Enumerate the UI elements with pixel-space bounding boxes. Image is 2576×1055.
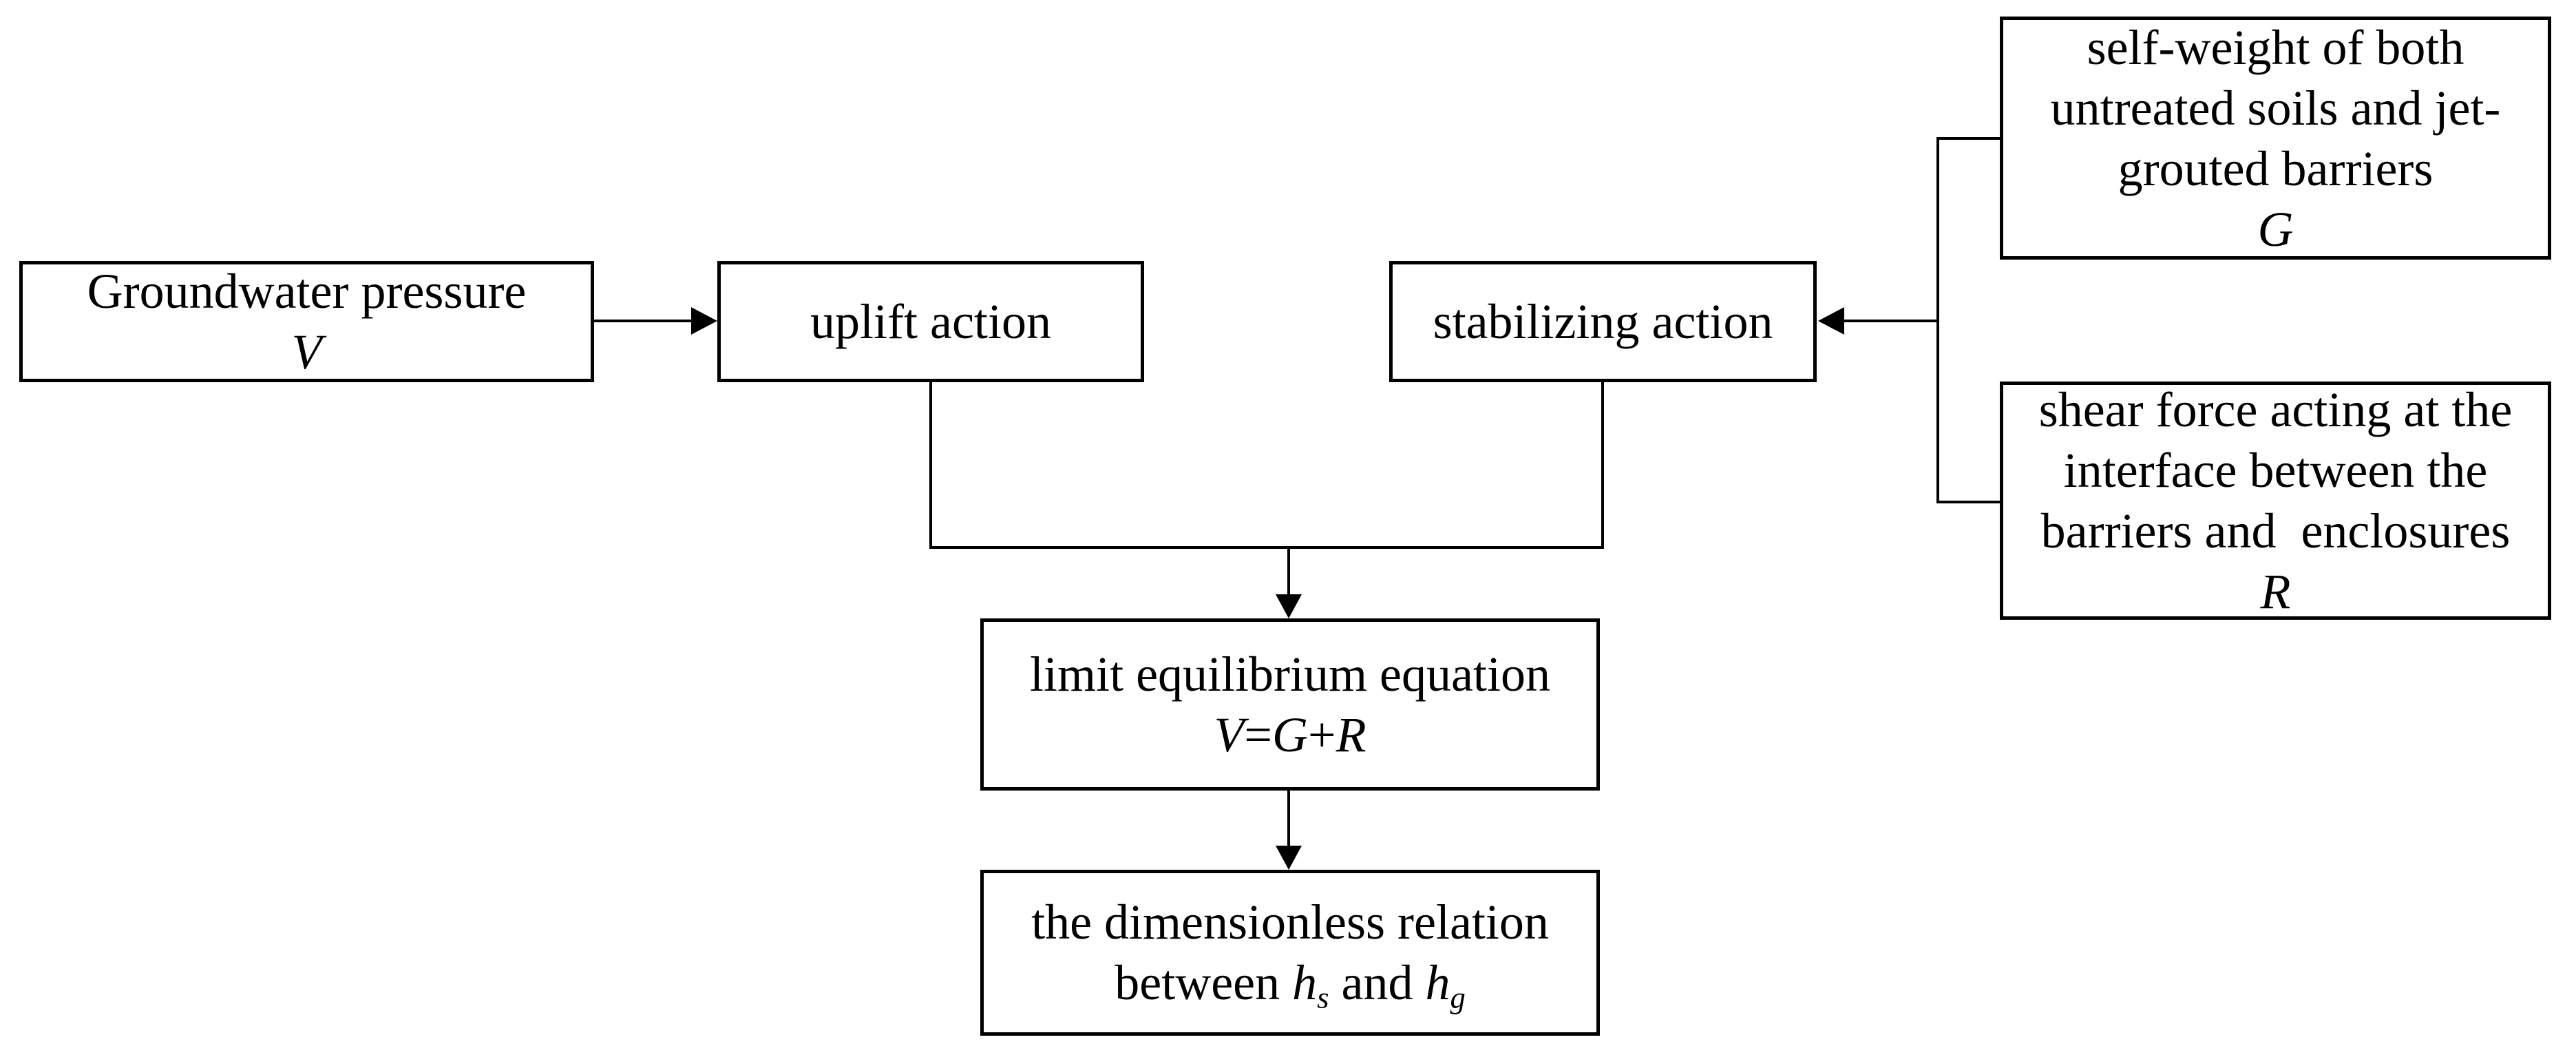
box-uplift-action: uplift action [717,261,1144,382]
self-weight-line-3: grouted barriers [2118,140,2434,196]
box-limit-equilibrium: limit equilibrium equation V=G+R [980,618,1600,791]
arrowhead-to-dimensionless-icon [1276,846,1302,870]
connector-limit-to-dimensionless-line [1287,791,1290,847]
connector-stabilizing-down-line [1601,382,1604,549]
shear-force-line-2: interface between the [2063,443,2488,498]
box-shear-force: shear force acting at the interface betw… [2000,382,2551,620]
box-groundwater-pressure: Groundwater pressure V [19,261,594,382]
self-weight-symbol: G [2257,201,2294,257]
limit-equilibrium-label: limit equilibrium equation [1030,647,1550,702]
self-weight-line-2: untreated soils and jet- [2050,80,2501,136]
connector-uplift-down-line [929,382,932,549]
bracket-top-stub-line [1936,137,2000,140]
self-weight-line-1: self-weight of both [2087,19,2464,75]
limit-equilibrium-equation: V=G+R [1214,707,1366,762]
stabilizing-action-label: stabilizing action [1433,294,1773,349]
arrowhead-to-limit-equilibrium-icon [1276,594,1302,618]
groundwater-pressure-label: Groundwater pressure [87,264,527,319]
shear-force-line-3: barriers and enclosures [2040,503,2511,558]
box-stabilizing-action: stabilizing action [1389,261,1817,382]
shear-force-symbol: R [2260,564,2291,619]
connector-merge-to-limit-line [1287,546,1290,596]
arrowhead-to-uplift-icon [691,307,717,335]
box-self-weight: self-weight of both untreated soils and … [2000,17,2551,260]
box-dimensionless-relation: the dimensionless relation between hs an… [980,870,1600,1036]
uplift-action-label: uplift action [810,294,1051,349]
connector-bracket-to-stabilizing-line [1839,320,1939,322]
groundwater-pressure-symbol: V [291,324,322,379]
connector-groundwater-to-uplift-line [594,320,694,322]
arrowhead-to-stabilizing-icon [1818,307,1844,335]
dimensionless-relation-variables: between hs and hg [1115,955,1466,1015]
dimensionless-relation-label: the dimensionless relation [1031,895,1549,950]
bracket-bottom-stub-line [1936,501,2000,503]
shear-force-line-1: shear force acting at the [2038,382,2513,437]
connector-merge-horizontal-line [929,546,1604,549]
